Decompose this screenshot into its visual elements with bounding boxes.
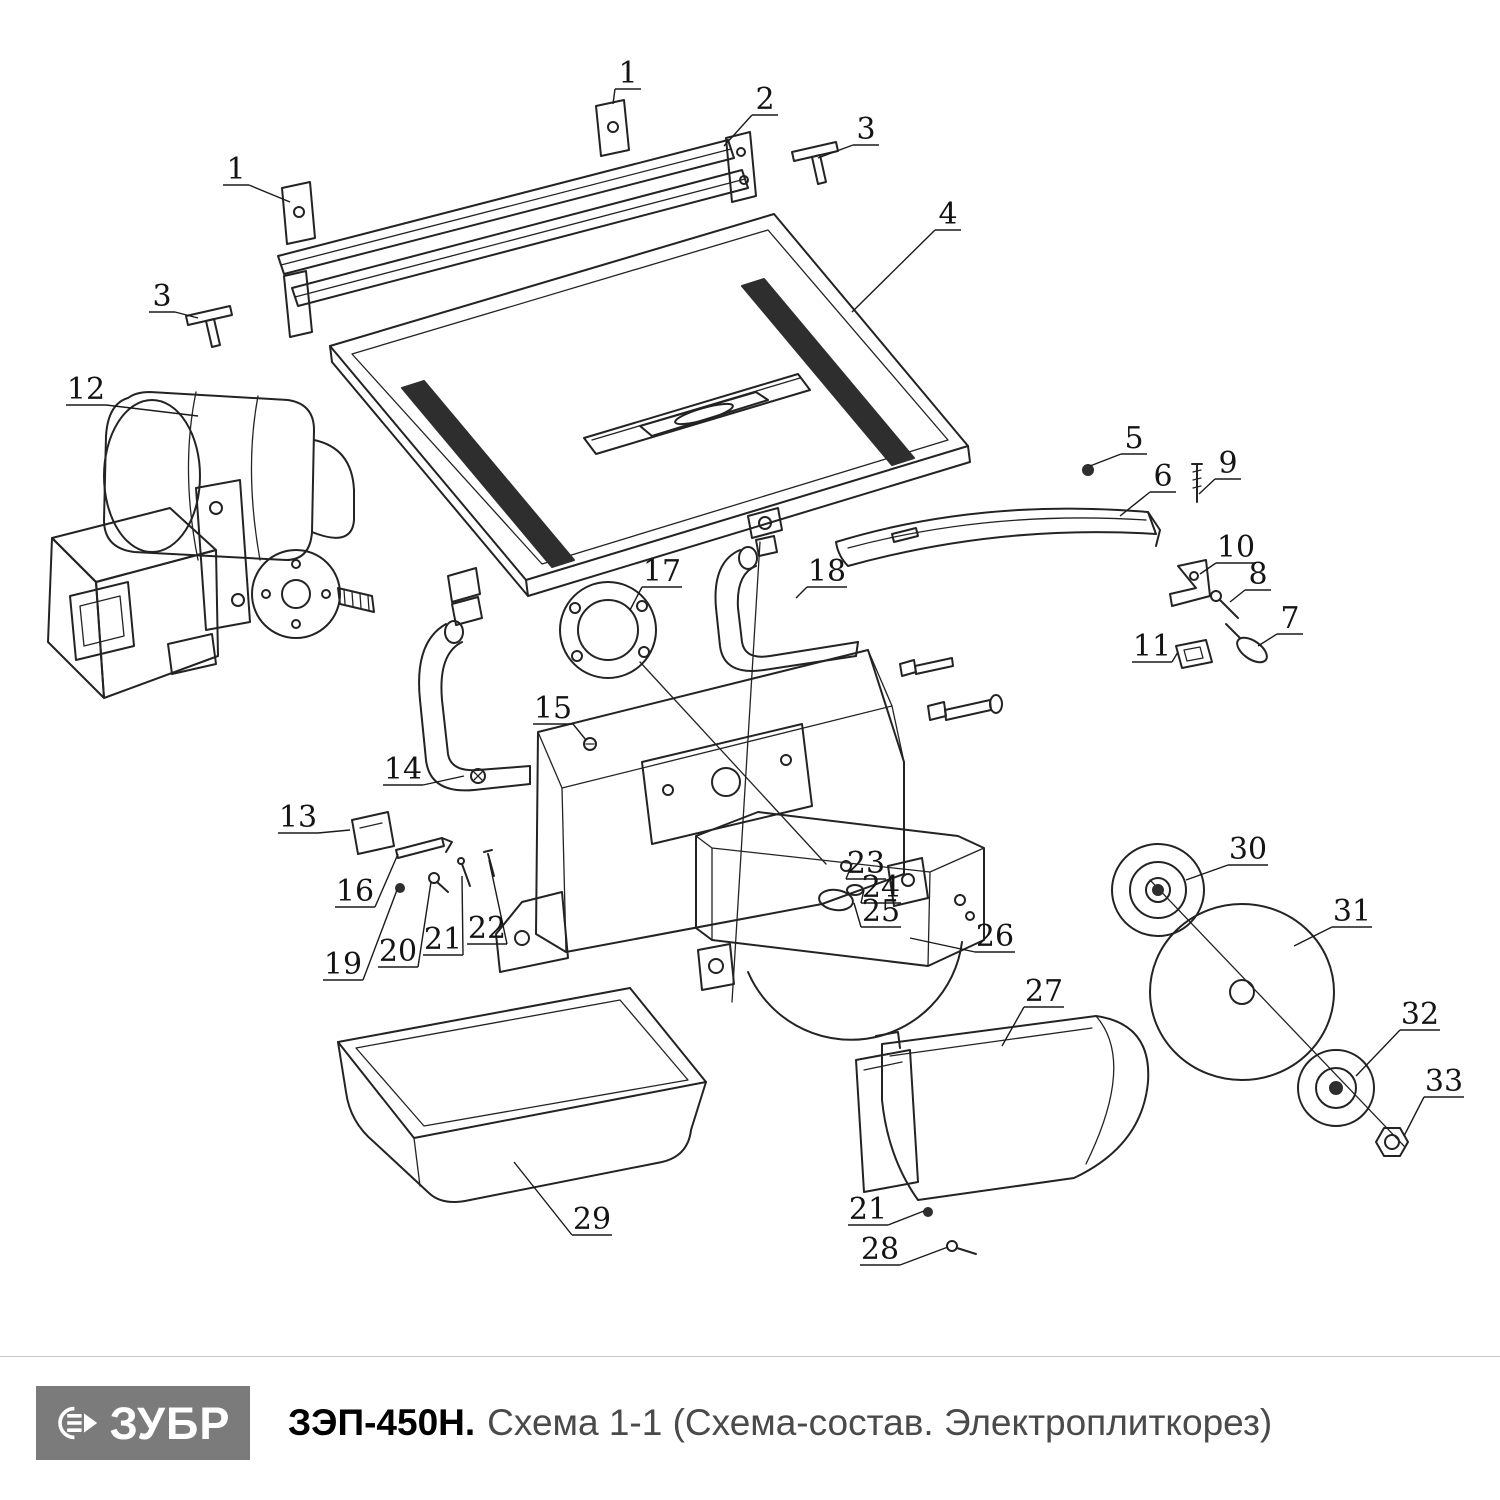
callout-leader: [845, 863, 853, 880]
part-number-28: 28: [861, 1232, 899, 1267]
callout-leader: [362, 889, 398, 981]
motor-assembly: [47, 391, 375, 699]
callout-leader: [572, 723, 587, 741]
part-number-4: 4: [938, 197, 957, 232]
callout-leader: [1089, 453, 1122, 467]
table-top: [329, 213, 971, 626]
part-number-11: 11: [1133, 629, 1171, 664]
part-number-1: 1: [226, 152, 245, 187]
callout-leader: [629, 586, 643, 611]
model-number: ЗЭП-450Н.: [288, 1402, 476, 1443]
part-number-3: 3: [856, 112, 875, 147]
callout-leader: [909, 937, 976, 953]
part-number-9: 9: [1218, 446, 1237, 481]
schema-subtitle: Схема 1-1 (Схема-состав. Электроплиткоре…: [487, 1402, 1273, 1443]
callout-leader: [105, 404, 199, 417]
footer: ЗУБР ЗЭП-450Н. Схема 1-1 (Схема-состав. Э…: [0, 1356, 1500, 1500]
part-number-2: 2: [755, 82, 774, 117]
blade-housing: [695, 811, 985, 1041]
part-number-6: 6: [1153, 459, 1172, 494]
part-number-19: 19: [324, 947, 362, 982]
part-number-12: 12: [67, 372, 105, 407]
part-number-31: 31: [1333, 894, 1371, 929]
callout-leader: [488, 859, 508, 945]
callout-leader: [317, 829, 351, 834]
part-number-5: 5: [1124, 421, 1143, 456]
callout-leader: [417, 881, 432, 968]
callout-leader: [1229, 589, 1246, 603]
part-number-18: 18: [808, 554, 846, 589]
part-number-8: 8: [1248, 557, 1267, 592]
part-number-24: 24: [862, 870, 900, 905]
callout-leader: [1185, 864, 1229, 881]
callout-leader: [513, 1161, 573, 1236]
callout-leader: [887, 1210, 925, 1226]
callout-leader: [1001, 1006, 1025, 1047]
part-number-30: 30: [1229, 832, 1267, 867]
part-number-27: 27: [1025, 974, 1063, 1009]
part-number-29: 29: [573, 1202, 611, 1237]
exploded-diagram: 1123345691087111217181514131619202122232…: [47, 56, 1464, 1267]
callout-leader: [851, 229, 936, 313]
callout-leader: [1403, 1096, 1425, 1137]
part-number-16: 16: [336, 874, 374, 909]
callout-leader: [723, 114, 753, 147]
callout-leader: [1198, 478, 1216, 495]
part-number-13: 13: [279, 800, 317, 835]
callout-leader: [1257, 633, 1278, 647]
callout-leader: [248, 184, 291, 203]
part-number-1: 1: [618, 56, 637, 91]
part-number-10: 10: [1217, 530, 1255, 565]
callout-leader: [899, 1246, 949, 1266]
callout-leader: [853, 902, 862, 928]
callout-leader: [817, 144, 854, 159]
part-number-21: 21: [849, 1192, 887, 1227]
water-tray: [337, 987, 707, 1203]
blade-assembly: [1111, 843, 1409, 1157]
callout-leader: [422, 775, 465, 786]
callout-leader: [1355, 1029, 1401, 1077]
callout-leader: [374, 853, 399, 908]
part-number-20: 20: [379, 934, 417, 969]
part-number-23: 23: [847, 846, 885, 881]
part-number-21: 21: [424, 922, 462, 957]
part-number-17: 17: [643, 554, 681, 589]
blade-guard: [855, 1015, 1150, 1255]
callout-leader: [174, 311, 199, 319]
schema-title: ЗЭП-450Н. Схема 1-1 (Схема-состав. Электр…: [288, 1402, 1272, 1444]
part-number-33: 33: [1425, 1064, 1463, 1099]
part-number-15: 15: [534, 691, 572, 726]
callout-leader: [612, 88, 616, 105]
zubr-arrow-icon: [57, 1406, 97, 1440]
part-number-26: 26: [976, 919, 1014, 954]
footer-divider: [0, 1356, 1500, 1357]
side-guard: [835, 463, 1268, 669]
part-number-14: 14: [384, 752, 422, 787]
part-number-22: 22: [468, 911, 506, 946]
part-number-25: 25: [862, 894, 900, 929]
brand-name: ЗУБР: [109, 1397, 231, 1449]
callout-leader: [1171, 651, 1179, 663]
part-number-7: 7: [1280, 601, 1299, 636]
part-number-3: 3: [152, 279, 171, 314]
part-number-32: 32: [1401, 997, 1439, 1032]
callout-leader: [795, 586, 808, 599]
callout-leader: [1293, 926, 1333, 947]
callout-leader: [860, 889, 865, 904]
callout-leader: [461, 875, 464, 956]
callout-leader: [1119, 491, 1151, 517]
brand-logo: ЗУБР: [36, 1386, 250, 1460]
callout-leader: [1199, 562, 1217, 575]
